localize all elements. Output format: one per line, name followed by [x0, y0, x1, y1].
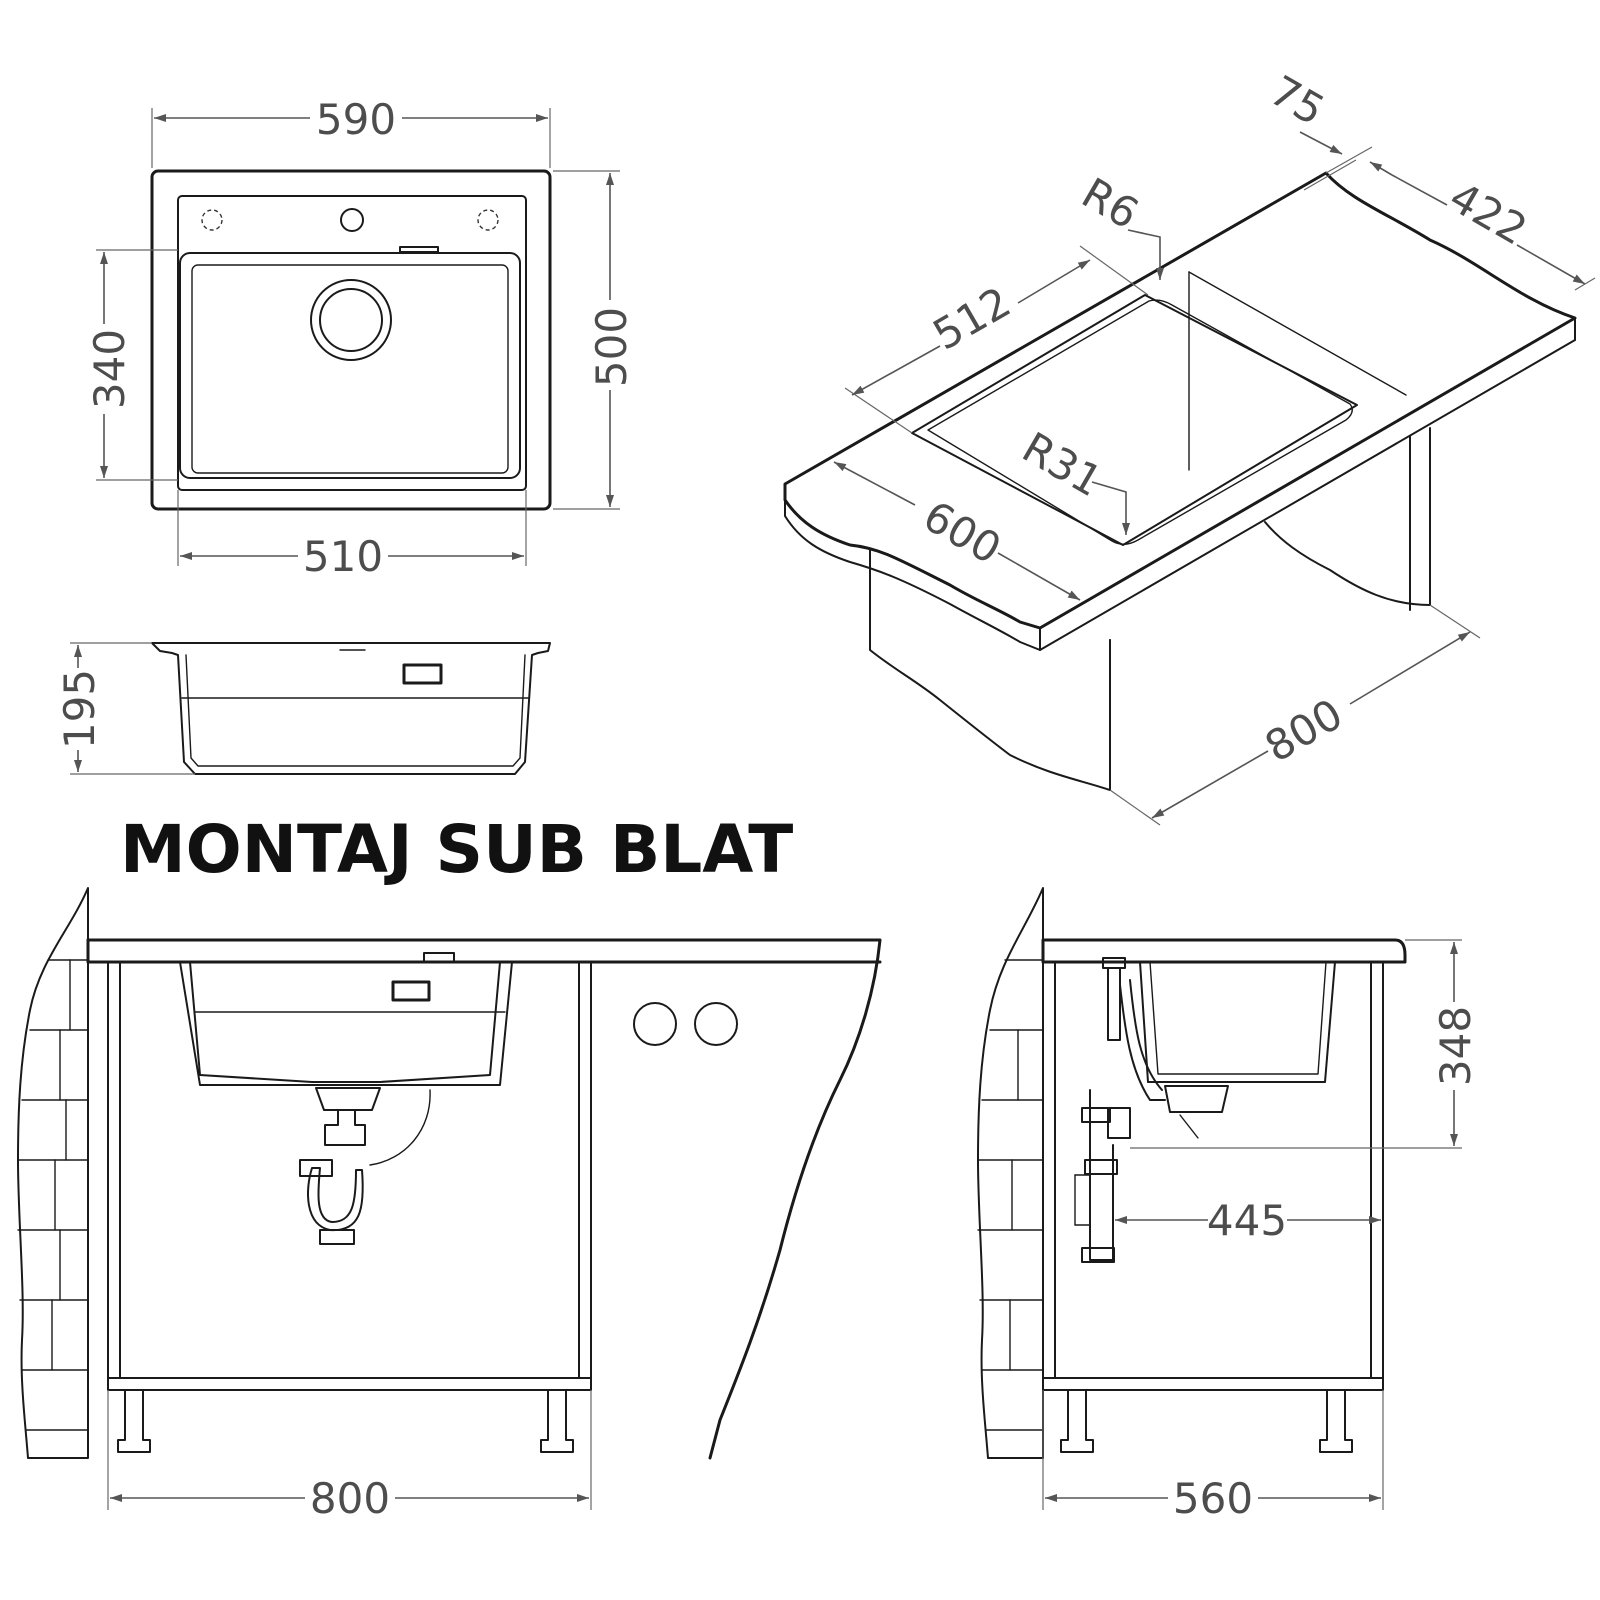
iso-view: 75 422 R6 512 R31 600 800	[783, 66, 1596, 826]
overflow-box	[402, 663, 443, 685]
dim-side-560: 560	[1173, 1474, 1253, 1523]
front-installation: 800	[17, 887, 882, 1523]
drain-strainer	[315, 1087, 381, 1111]
sink-front	[179, 961, 513, 1086]
cabinet-front	[107, 961, 592, 1391]
top-view: 590 500 340 510	[85, 95, 636, 581]
tap-pipe-side	[1107, 967, 1121, 1041]
dim-depth-500: 500	[587, 307, 636, 387]
dim-cabinet-800: 800	[1257, 689, 1351, 772]
drain-side	[1164, 1085, 1229, 1113]
bowl-rim	[927, 299, 1353, 545]
section-outline	[151, 642, 551, 775]
trap-pipe	[324, 1109, 366, 1146]
countertop-side	[1041, 938, 1407, 964]
wall-right	[977, 887, 1044, 1459]
leg-left	[117, 1389, 151, 1453]
side-installation: 348 445 560	[977, 887, 1480, 1523]
drain-ring-outer	[310, 279, 392, 361]
leg-right	[540, 1389, 574, 1453]
dim-length-422: 422	[1441, 172, 1535, 255]
dim-rim-75: 75	[1262, 66, 1333, 135]
siphon-nut	[299, 1159, 333, 1177]
bowl-inner	[191, 264, 509, 474]
dim-width-590: 590	[316, 95, 396, 144]
cabinet-left	[869, 549, 1111, 791]
trap-body-side	[1107, 1107, 1131, 1139]
dim-side-445: 445	[1207, 1196, 1287, 1245]
tap-hole-optional-left	[201, 209, 223, 231]
sink-side-inner	[1149, 961, 1327, 1075]
cabinet-side	[1042, 961, 1384, 1391]
outlet-socket-2	[694, 1002, 738, 1046]
sink-inner-rim	[177, 195, 527, 491]
wall-bricks	[17, 959, 89, 1431]
dim-side-348: 348	[1431, 1006, 1480, 1086]
leg-side-right	[1319, 1389, 1353, 1453]
dim-bowl-340: 340	[85, 329, 134, 409]
dim-front-800: 800	[310, 1474, 390, 1523]
sink-outline	[150, 169, 552, 511]
leg-side-left	[1060, 1389, 1094, 1453]
section-view: 195	[55, 642, 551, 775]
wall-bricks-side	[977, 959, 1044, 1431]
tap-hole-optional-right	[477, 209, 499, 231]
outlet-nut	[319, 1229, 355, 1245]
page-title: MONTAJ SUB BLAT	[120, 811, 793, 888]
sink-side	[1139, 961, 1336, 1083]
countertop-front	[86, 938, 882, 1460]
overflow-slot	[399, 246, 439, 253]
dim-height-195: 195	[55, 669, 104, 749]
countertop-edge	[784, 499, 1041, 651]
countertop	[783, 171, 1577, 630]
dim-radius-r6: R6	[1074, 168, 1147, 238]
outlet-socket-1	[633, 1002, 677, 1046]
tap-hole	[340, 208, 364, 232]
section-inner	[185, 654, 526, 767]
cabinet-right	[1264, 427, 1431, 606]
bowl-outline	[179, 252, 521, 479]
overflow-box-front	[391, 980, 431, 1002]
siphon	[307, 1167, 364, 1232]
overflow-hose-side	[1119, 984, 1166, 1101]
tap-base	[423, 952, 455, 963]
sink-cutout	[911, 294, 1358, 546]
dim-radius-r31: R31	[1014, 423, 1110, 507]
tap-side	[1102, 957, 1126, 969]
wall-left	[17, 887, 89, 1459]
dim-depth-600: 600	[915, 491, 1009, 574]
overflow-hose	[369, 1089, 431, 1166]
drain-ring-inner	[319, 288, 383, 352]
dim-bowl-510: 510	[303, 532, 383, 581]
